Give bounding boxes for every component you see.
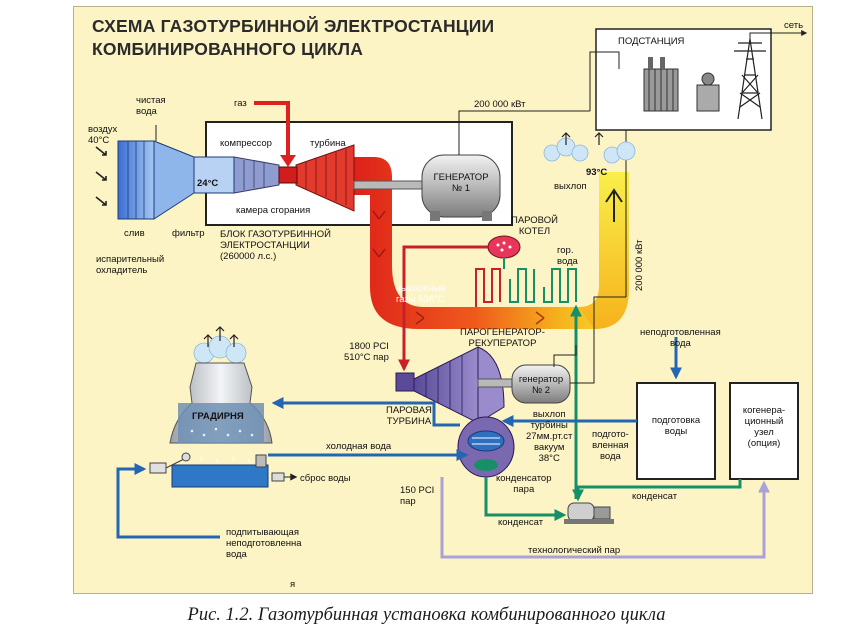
substation-feed [589, 51, 620, 111]
title-line-1: СХЕМА ГАЗОТУРБИННОЙ ЭЛЕКТРОСТАНЦИИ [92, 16, 495, 36]
label-drain: слив [124, 228, 145, 239]
label-makeup-water: подпитывающая неподготовленна вода [226, 527, 302, 560]
label-untreated-water: неподготовленная вода [640, 327, 721, 349]
combustion-chamber [278, 166, 298, 184]
label-steam-turbine: ПАРОВАЯ ТУРБИНА [386, 405, 432, 427]
label-condensate-pump: конденсат [498, 517, 544, 528]
label-condensate-cogen: конденсат [632, 491, 678, 502]
hrsg-coils [475, 268, 577, 307]
process-steam-line [440, 477, 770, 559]
label-cogeneration: когенера- ционный узел (опция) [742, 405, 786, 449]
cooling-return-line [271, 397, 460, 427]
label-water-discharge: сброс воды [300, 473, 351, 484]
feed-pump [564, 502, 614, 524]
hp-steam-line [398, 245, 488, 372]
label-power-200k-vert: 200 000 кВт [634, 239, 645, 291]
label-substation: ПОДСТАНЦИЯ [618, 36, 685, 47]
generator-2 [511, 364, 571, 404]
label-exhaust-93: 93°С [586, 167, 608, 178]
label-treated-water: подгото- вленная вода [592, 429, 629, 462]
label-power-200k-top: 200 000 кВт [474, 99, 526, 110]
air-filter [153, 140, 195, 220]
label-water-treatment: подготовка воды [651, 415, 701, 437]
label-combustion-chamber: камера сгорания [236, 205, 311, 216]
label-temp-24: 24°С [197, 178, 219, 189]
steam-inlet-valve [395, 372, 415, 392]
label-compressor: компрессор [220, 138, 272, 149]
st-shaft [477, 378, 513, 388]
label-air: воздух 40°С [88, 124, 118, 146]
label-exhaust-gases: выхлопные газы 538°С [396, 283, 447, 305]
exhaust-up-arrow [605, 188, 623, 222]
label-generator-1: ГЕНЕРАТОР № 1 [433, 172, 489, 194]
air-arrows [95, 146, 107, 206]
label-gas: газ [234, 98, 247, 109]
cogen-condensate-line [572, 479, 742, 502]
substation-box [595, 28, 772, 131]
label-gt-block: БЛОК ГАЗОТУРБИННОЙ ЭЛЕКТРОСТАНЦИИ (26000… [220, 229, 331, 262]
transformer-1-icon [643, 57, 679, 112]
diagram-frame: СХЕМА ГАЗОТУРБИННОЙ ЭЛЕКТРОСТАНЦИИ КОМБИ… [73, 6, 813, 594]
steam-drum [487, 235, 521, 259]
duct-flow-arrows [372, 210, 545, 325]
label-hot-water: гор. вода [557, 245, 578, 267]
label-steam-boiler: ПАРОВОЙ КОТЕЛ [511, 215, 558, 237]
diagram-title: СХЕМА ГАЗОТУРБИННОЙ ЭЛЕКТРОСТАНЦИИ КОМБИ… [92, 15, 494, 61]
label-clean-water: чистая вода [136, 95, 166, 117]
label-cooling-tower: ГРАДИРНЯ [192, 411, 244, 422]
label-evap-cooler: испарительный охладитель [96, 254, 165, 276]
label-generator-2: генератор № 2 [518, 374, 564, 396]
label-filter: фильтр [172, 228, 205, 239]
label-bottom-letter: я [290, 579, 296, 590]
label-steam-150: 150 PCI пар [400, 485, 435, 507]
gas-line [254, 101, 290, 159]
generator-1 [421, 154, 501, 218]
label-steam-1800: 1800 PCI 510°С пар [344, 341, 389, 363]
label-hrsg: ПАРОГЕНЕРАТОР- РЕКУПЕРАТОР [460, 327, 545, 349]
figure-caption: Рис. 1.2. Газотурбинная установка комбин… [187, 605, 666, 625]
label-turbine-exhaust: выхлоп турбины 27мм.рт.ст вакуум 38°С [526, 409, 573, 464]
label-process-steam: технологический пар [528, 545, 621, 556]
label-grid: сеть [784, 20, 804, 31]
condensate-line [484, 477, 567, 521]
cogeneration-box [729, 382, 799, 480]
label-turbine: турбина [310, 138, 346, 149]
label-condenser-steam: конденсатор пара [496, 473, 552, 495]
title-line-2: КОМБИНИРОВАННОГО ЦИКЛА [92, 39, 364, 59]
label-exhaust-out: выхлоп [554, 181, 587, 192]
makeup-water-line [116, 463, 220, 539]
gen1-power-line [458, 110, 590, 155]
float-valve [149, 462, 167, 474]
exhaust-riser [579, 172, 629, 329]
grid-line [749, 30, 808, 41]
transformer-2-icon [696, 72, 720, 112]
label-cold-water: холодная вода [326, 441, 392, 452]
gt-shaft [353, 180, 423, 190]
cooling-basin [171, 464, 269, 488]
combined-cycle-diagram [95, 28, 808, 559]
exhaust-steam-cloud [543, 137, 636, 164]
water-treatment-box [636, 382, 716, 480]
